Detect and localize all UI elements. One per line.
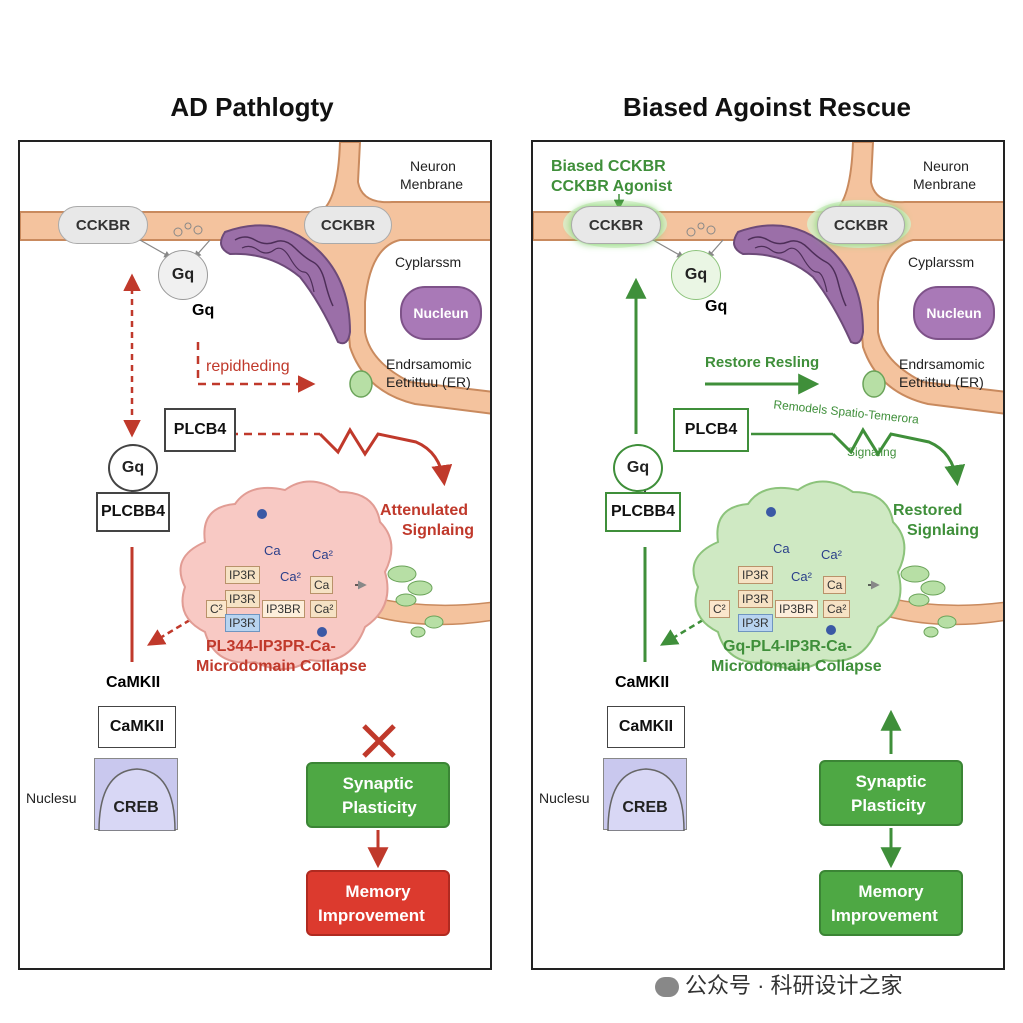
er-label-2: Eetrittuu (ER): [386, 374, 471, 390]
ca2-label-2: Ca²: [280, 569, 301, 584]
creb-arc: [607, 768, 685, 831]
nucleus-organelle: Nucleun: [400, 286, 482, 340]
creb-arc: [98, 768, 176, 831]
ip3r-box-1: IP3R: [225, 566, 260, 584]
memory-improvement-line-2: Improvement: [318, 906, 425, 925]
attenuated-label-2: Signlaing: [402, 522, 474, 539]
c2-box: C²: [206, 600, 227, 618]
memory-improvement-box: Memory: [306, 870, 450, 936]
cckbr-receptor-right: CCKBR: [304, 206, 392, 244]
ca2-label-1: Ca²: [312, 547, 333, 562]
restore-label: Restore Resling: [705, 354, 820, 371]
ca-box: Ca: [823, 576, 847, 594]
ip3br-box: IP3BR: [262, 600, 305, 618]
synaptic-plasticity-line-2: Plasticity: [851, 796, 926, 815]
wechat-icon: [655, 977, 679, 998]
camkii-label: CaMKII: [615, 674, 670, 691]
gq-complex-circle: Gq: [613, 444, 663, 492]
neuron-membrane-label-2: Menbrane: [913, 176, 977, 192]
ca-box: Ca: [310, 576, 334, 594]
cckbr-receptor-left: CCKBR: [58, 206, 148, 244]
restored-label-1: Restored: [893, 502, 963, 519]
synaptic-plasticity-box: Synaptic: [306, 762, 450, 828]
plcbb4-box: PLCBB4: [605, 492, 681, 532]
ca-label-1: Ca: [773, 541, 790, 556]
gq-label: Gq: [192, 302, 215, 319]
ca2-box: Ca²: [310, 600, 338, 618]
synaptic-plasticity-line-2: Plasticity: [342, 798, 417, 817]
creb-label: CREB: [113, 799, 159, 816]
right-panel-title: Biased Agoinst Rescue: [622, 92, 911, 122]
ca-label-1: Ca: [264, 543, 281, 558]
plcb4-box: PLCB4: [673, 408, 749, 452]
restored-label-2: Signlaing: [907, 522, 979, 539]
agonist-label-1: Biased CCKBR: [551, 158, 666, 175]
camkii-box: CaMKII: [98, 706, 176, 748]
collapse-label-2: Microdomain Collapse: [196, 658, 367, 675]
ip3r-blue-box: IP3R: [738, 614, 773, 632]
gq-complex-circle: Gq: [108, 444, 158, 492]
cckbr-receptor-right: CCKBR: [817, 206, 905, 244]
collapse-label-2: Microdomain Collapse: [711, 658, 882, 675]
creb-box: CREB: [603, 758, 687, 831]
camkii-label: CaMKII: [106, 674, 161, 691]
nucleus-label: Nuclesu: [26, 790, 77, 806]
signal-label: repidheding: [206, 358, 290, 375]
ip3br-box: IP3BR: [775, 600, 818, 618]
nucleus-label: Nuclesu: [539, 790, 590, 806]
ip3r-blue-box: IP3R: [225, 614, 260, 632]
neuron-membrane-label-1: Neuron: [410, 158, 456, 174]
plcb4-box: PLCB4: [164, 408, 236, 452]
er-label-1: Endrsamomic: [899, 356, 985, 372]
watermark-text: 公众号 · 科研设计之家: [685, 973, 903, 998]
left-panel: CCKBR CCKBR Gq Gq Neuron Menbrane Cyplar…: [18, 140, 492, 970]
remodels-label-2: Signaling: [847, 445, 897, 459]
synaptic-plasticity-box: Synaptic: [819, 760, 963, 826]
memory-improvement-box: Memory: [819, 870, 963, 936]
plcbb4-box: PLCBB4: [96, 492, 170, 532]
creb-label: CREB: [622, 799, 668, 816]
creb-box: CREB: [94, 758, 178, 831]
c2-box: C²: [709, 600, 730, 618]
er-label-2: Eetrittuu (ER): [899, 374, 984, 390]
nucleus-organelle: Nucleun: [913, 286, 995, 340]
neuron-membrane-label-1: Neuron: [923, 158, 969, 174]
ca2-box: Ca²: [823, 600, 851, 618]
gq-label: Gq: [705, 298, 728, 315]
left-panel-title: AD Pathlogty: [170, 92, 334, 122]
gq-protein-circle: Gq: [671, 250, 721, 300]
collapse-label-1: PL344-IP3PR-Ca-: [206, 638, 336, 655]
ip3r-box-2: IP3R: [738, 590, 773, 608]
memory-improvement-line-2: Improvement: [831, 906, 938, 925]
watermark: 公众号 · 科研设计之家: [655, 968, 903, 1000]
gq-protein-circle: Gq: [158, 250, 208, 300]
collapse-label-1: Gq-PL4-IP3R-Ca-: [723, 638, 852, 655]
ca2-label-2: Ca²: [791, 569, 812, 584]
camkii-box: CaMKII: [607, 706, 685, 748]
cytoplasm-label: Cyplarssm: [908, 254, 975, 270]
ip3r-box-2: IP3R: [225, 590, 260, 608]
neuron-membrane-label-2: Menbrane: [400, 176, 464, 192]
agonist-label-2: CCKBR Agonist: [551, 178, 673, 195]
ca2-label-1: Ca²: [821, 547, 842, 562]
ip3r-box-1: IP3R: [738, 566, 773, 584]
cckbr-receptor-left: CCKBR: [571, 206, 661, 244]
attenuated-label-1: Attenulated: [380, 502, 468, 519]
cytoplasm-label: Cyplarssm: [395, 254, 462, 270]
right-panel: Biased CCKBR CCKBR Agonist CCKBR CCKBR G…: [531, 140, 1005, 970]
er-label-1: Endrsamomic: [386, 356, 472, 372]
